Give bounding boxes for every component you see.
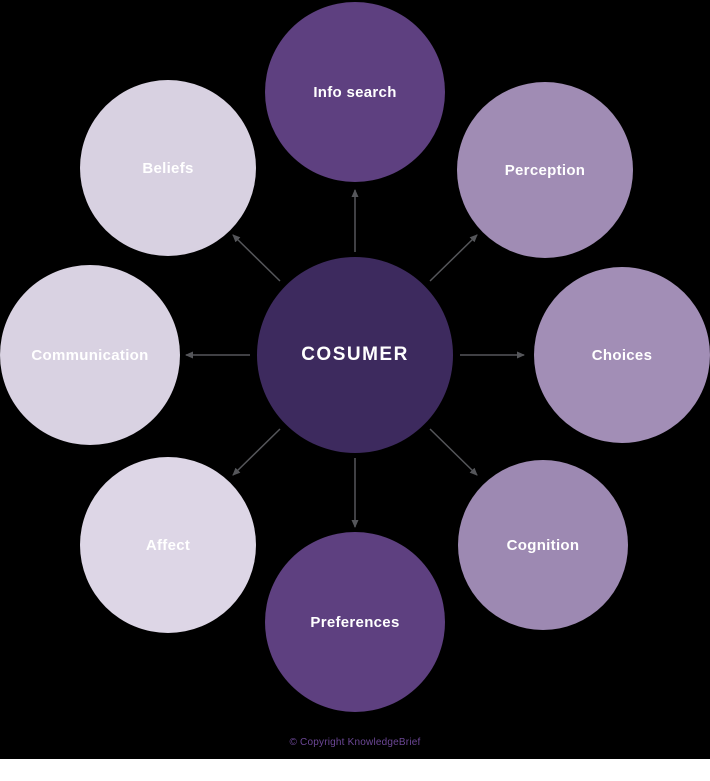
node-info-search-label: Info search: [313, 83, 397, 101]
node-beliefs-label: Beliefs: [142, 159, 194, 177]
node-communication: Communication: [0, 265, 180, 445]
copyright-text: © Copyright KnowledgeBrief: [289, 737, 421, 748]
node-communication-label: Communication: [31, 346, 149, 364]
node-perception: Perception: [457, 82, 633, 258]
node-affect: Affect: [80, 457, 256, 633]
arrow-to-beliefs: [232, 234, 281, 282]
arrow-to-perception: [429, 234, 478, 282]
node-choices-label: Choices: [591, 346, 653, 364]
node-beliefs: Beliefs: [80, 80, 256, 256]
node-preferences-label: Preferences: [310, 613, 400, 631]
node-center-consumer: COSUMER: [257, 257, 453, 453]
node-info-search: Info search: [265, 2, 445, 182]
node-perception-label: Perception: [504, 161, 586, 179]
node-affect-label: Affect: [145, 536, 191, 554]
footer-white-bar: [0, 759, 710, 781]
node-choices: Choices: [534, 267, 710, 443]
node-preferences: Preferences: [265, 532, 445, 712]
node-cognition: Cognition: [458, 460, 628, 630]
node-center-label: COSUMER: [301, 344, 409, 365]
arrow-to-affect: [232, 428, 281, 476]
node-cognition-label: Cognition: [506, 536, 580, 554]
arrow-to-cognition: [429, 428, 478, 476]
